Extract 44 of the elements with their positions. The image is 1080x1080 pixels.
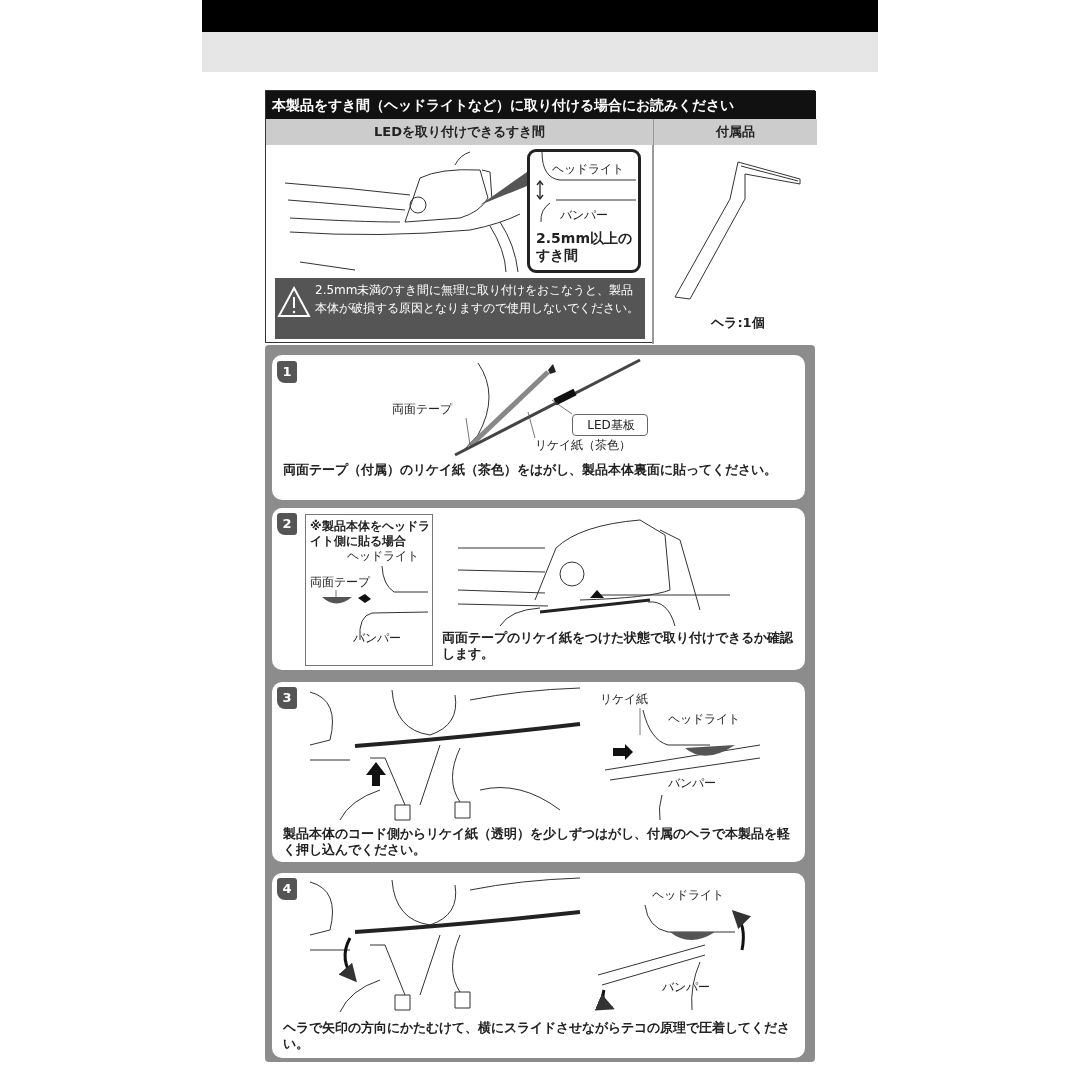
part-label: バンパー xyxy=(668,776,717,791)
part-label: ヘッドライト xyxy=(347,549,420,564)
part-label: バンパー xyxy=(560,208,609,223)
part-label xyxy=(572,414,648,436)
step-panel xyxy=(272,873,805,1058)
column-header: LEDを取り付けできるすき間 xyxy=(266,119,653,145)
part-label: LED基板 xyxy=(586,417,636,434)
part-label: バンパー xyxy=(353,631,402,646)
leader-line xyxy=(527,411,536,439)
part-label: リケイ紙（茶色） xyxy=(535,438,632,453)
step-number: 2 xyxy=(277,513,297,535)
gap-note: 2.5mm以上のすき間 xyxy=(536,230,633,264)
step-panel xyxy=(272,682,805,862)
gap-section xyxy=(266,119,653,344)
zoom-callout xyxy=(527,149,641,273)
column-header: 付属品 xyxy=(654,119,817,145)
warning-box xyxy=(275,278,645,339)
part-label: 両面テープ xyxy=(392,402,454,417)
leader-line xyxy=(335,589,337,599)
part-label: 両面テープ xyxy=(310,575,372,590)
instruction-panel xyxy=(265,90,815,343)
leader-line xyxy=(465,417,471,446)
part-label: ヘッドライト xyxy=(552,162,625,177)
part-label: リケイ紙 xyxy=(600,692,649,707)
step-number: 3 xyxy=(277,687,297,709)
leader-line xyxy=(639,707,641,736)
step-instruction: ヘラで矢印の方向にかたむけて、横にスライドさせながらテコの原理で圧着してください。 xyxy=(283,1020,791,1053)
step-panel xyxy=(272,355,805,500)
step-panel xyxy=(272,508,805,670)
note-text: ※製品本体をヘッドライト側に貼る場合 xyxy=(310,519,431,549)
leader-line xyxy=(551,399,573,415)
step-instruction: 両面テープのリケイ紙をつけた状態で取り付けできるか確認します。 xyxy=(442,630,794,663)
step-number: 4 xyxy=(277,878,297,900)
step-instruction: 両面テープ（付属）のリケイ紙（茶色）をはがし、製品本体裏面に貼ってください。 xyxy=(283,462,778,479)
accessory-section xyxy=(653,119,816,344)
warning-text: 2.5mm未満のすき間に無理に取り付けをおこなうと、製品本体が破損する原因となりますので使用しないでください。 xyxy=(315,282,640,317)
step-instruction: 製品本体のコード側からリケイ紙（透明）を少しずつはがし、付属のヘラで本製品を軽く押し込んでください。 xyxy=(283,826,791,859)
accessory-label: ヘラ:1個 xyxy=(710,315,766,332)
part-label: バンパー xyxy=(662,980,711,995)
inset-box xyxy=(305,514,433,666)
part-label: ヘッドライト xyxy=(652,888,725,903)
part-label: ヘッドライト xyxy=(668,712,741,727)
title-bar: 本製品をすき間（ヘッドライトなど）に取り付ける場合にお読みください xyxy=(266,91,816,119)
step-number: 1 xyxy=(277,361,297,383)
